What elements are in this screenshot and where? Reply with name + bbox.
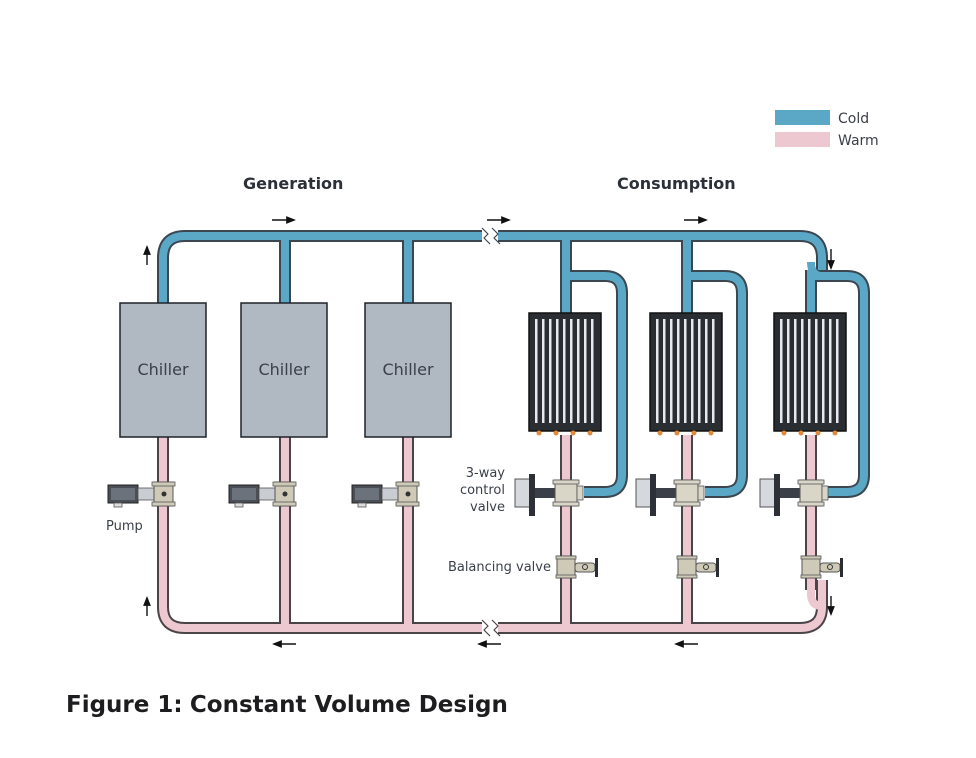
balancing-valve-3 [800, 555, 843, 579]
chiller-2: Chiller [240, 302, 328, 438]
balancing-valve-1 [555, 555, 598, 579]
cooling-coil-1 [528, 312, 602, 436]
legend-label-cold: Cold [838, 111, 869, 127]
chiller-3: Chiller [364, 302, 452, 438]
three-way-valve-2 [635, 474, 705, 516]
section-consumption: Consumption [617, 174, 736, 193]
legend-swatch-warm [775, 132, 830, 147]
section-generation: Generation [243, 174, 343, 193]
chiller-label: Chiller [382, 360, 433, 379]
cooling-coil-3 [773, 312, 847, 436]
three-way-valve-label-line1: 3-way [466, 466, 506, 481]
chiller-1: Chiller [119, 302, 207, 438]
three-way-valve-1 [514, 474, 584, 516]
three-way-valve-3 [759, 474, 829, 516]
warm-return-pipes [157, 435, 828, 637]
flow-arrows [143, 216, 835, 648]
pump-label: Pump [106, 519, 143, 534]
cold-supply-pipes [157, 227, 870, 498]
balancing-valve-2 [676, 555, 719, 579]
balancing-valves [555, 555, 843, 579]
cooling-coil-2 [649, 312, 723, 436]
caption-prefix: Figure 1: [66, 692, 183, 718]
figure-caption: Figure 1: Constant Volume Design [66, 692, 508, 718]
cooling-coils [528, 312, 847, 436]
caption-title: Constant Volume Design [189, 692, 508, 718]
pump-3 [351, 481, 420, 508]
three-way-valve-label-line2: control [460, 483, 505, 498]
three-way-valves [514, 474, 829, 516]
balancing-valve-label: Balancing valve [448, 560, 551, 575]
chiller-label: Chiller [137, 360, 188, 379]
legend-swatch-cold [775, 110, 830, 125]
three-way-valve-label-line3: valve [470, 500, 505, 515]
pump-1 [107, 481, 176, 508]
legend: Cold Warm [775, 110, 879, 149]
chiller-label: Chiller [258, 360, 309, 379]
pump-2 [228, 481, 297, 508]
legend-label-warm: Warm [838, 133, 879, 149]
